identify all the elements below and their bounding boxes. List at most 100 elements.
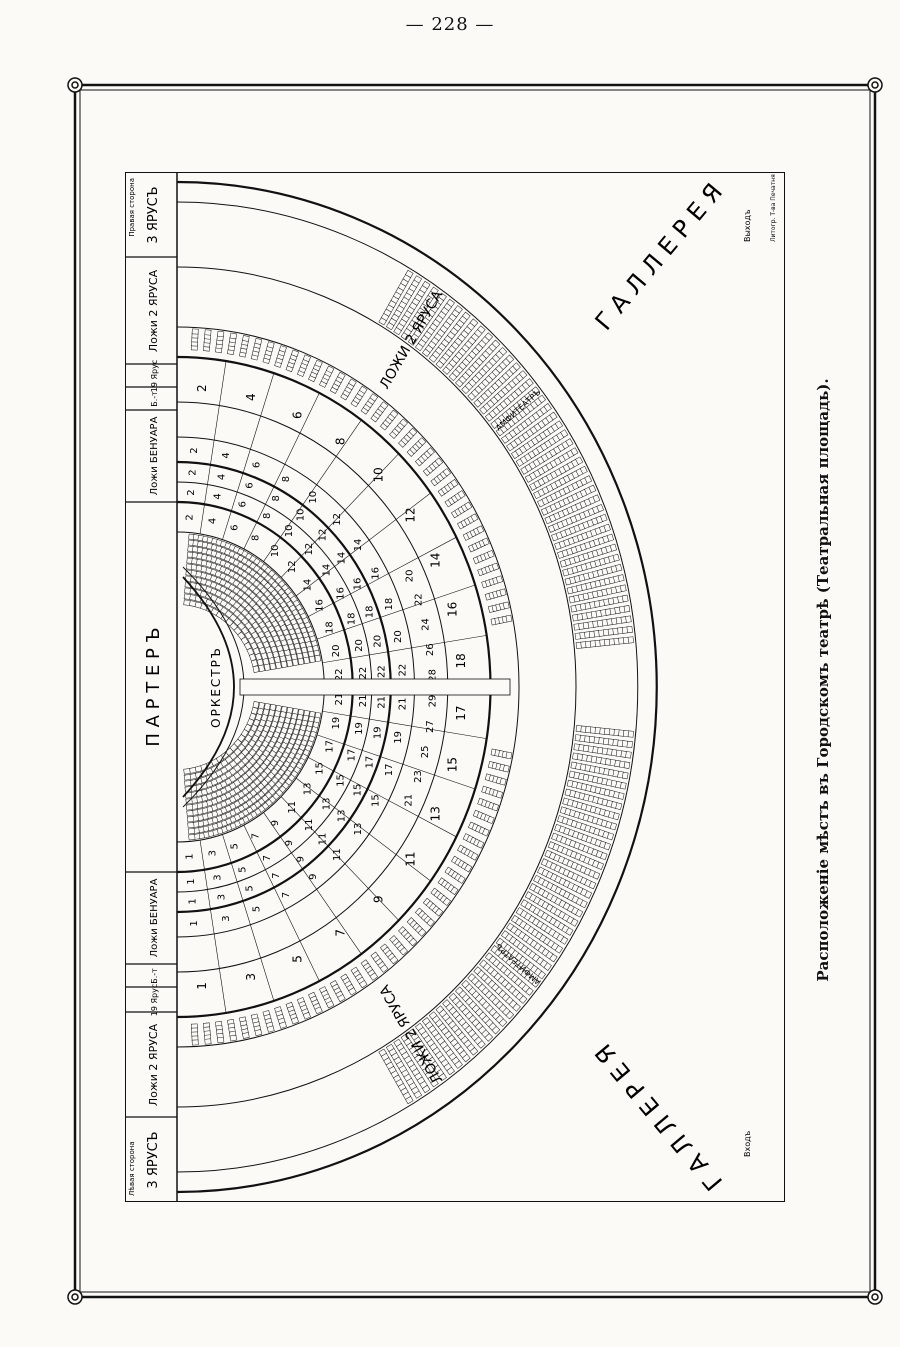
amphitheatre-seat (464, 501, 473, 511)
gallery-seat (554, 945, 563, 954)
parterre-seat (263, 663, 271, 672)
gallery-seat (606, 832, 614, 841)
box-number: 9 (270, 820, 281, 826)
amphitheatre-seat (278, 1021, 287, 1029)
box-number: 10 (308, 491, 319, 504)
box-number: 1 (186, 878, 197, 884)
gallery-seat (537, 394, 546, 404)
box-divider (199, 840, 227, 1013)
parterre-seat (252, 665, 260, 673)
box-number: 16 (352, 578, 363, 591)
gallery-seat (621, 594, 629, 603)
legend-tier3-left: 3 ЯРУСЪ (146, 1131, 161, 1188)
box-divider (280, 796, 399, 921)
legend-loge19-left: 19 Ярус (150, 984, 159, 1017)
gallery-seat (588, 881, 597, 890)
box-number: 23 (413, 770, 424, 783)
box-divider (199, 361, 227, 534)
parterre-seat (303, 656, 310, 665)
amphitheatre-seat (254, 1029, 263, 1037)
box-number: 6 (238, 501, 249, 507)
box-number: 1 (188, 898, 199, 904)
gallery-seat (603, 842, 611, 851)
box-number: 21 (377, 696, 388, 709)
amphitheatre-seat (505, 751, 513, 760)
box-number: 20 (393, 630, 404, 643)
amphitheatre-seat (314, 1006, 323, 1015)
box-number: 7 (333, 929, 347, 937)
box-number: 22 (398, 664, 409, 677)
box-number: 14 (428, 553, 442, 568)
box-number: 18 (324, 621, 335, 634)
gallery-seat (565, 927, 574, 936)
amphitheatre-seat (470, 852, 479, 861)
center-aisle (239, 678, 511, 696)
amphitheatre-seat (379, 401, 389, 410)
box-number: 13 (353, 823, 364, 836)
box-number: 17 (347, 749, 358, 762)
parterre-seat (314, 654, 322, 663)
amphitheatre-seat (399, 418, 408, 428)
gallery-seat (609, 543, 617, 552)
gallery-seat (549, 953, 558, 963)
legend-benoir-right: Ложи БЕНУАРА (149, 416, 160, 495)
box-number: 10 (284, 525, 295, 538)
amphitheatre-seat (442, 468, 451, 477)
box-number: 26 (425, 643, 436, 656)
amphitheatre-seat (325, 1000, 335, 1009)
box-number: 25 (420, 745, 431, 758)
gallery-seat (512, 362, 521, 371)
gallery-seat (592, 494, 601, 503)
corner-ornament-bottom-left (67, 1289, 83, 1305)
gallery-seat (413, 1090, 423, 1099)
box-number: 15 (315, 762, 326, 775)
gallery-seat (430, 1079, 439, 1088)
amphitheatre-seat (389, 409, 399, 419)
amphitheatre-seat (242, 335, 250, 342)
gallery-seat (625, 751, 632, 759)
gallery-seat (438, 292, 447, 301)
box-number: 19 (331, 717, 342, 730)
box-number: 17 (364, 756, 375, 769)
amphitheatre-seat (191, 328, 199, 335)
amphitheatre-seat (278, 345, 287, 353)
box-number: 9 (308, 874, 319, 880)
box-divider (263, 419, 362, 562)
box-number: 21 (404, 794, 415, 807)
amphitheatre-seat (417, 437, 427, 446)
box-number: 12 (332, 513, 343, 526)
gallery-seat (596, 504, 604, 513)
amphitheatre-seat (229, 332, 237, 340)
amphitheatre-seat (417, 928, 427, 937)
right-side-label: Правая сторона (128, 178, 136, 237)
box-number: 22 (334, 669, 345, 682)
box-number: 8 (262, 513, 273, 519)
amphitheatre-seat (266, 1025, 275, 1033)
tier-arcs (176, 180, 658, 1194)
amphitheatre-seat (191, 1039, 199, 1046)
parterre-seat (186, 810, 194, 817)
amphitheatre-seat (242, 1032, 250, 1039)
box-number: 20 (373, 635, 384, 648)
amphitheatre-seat (457, 875, 466, 884)
box-number: 24 (421, 618, 432, 631)
box-divider (308, 757, 457, 838)
gallery-seat (446, 298, 455, 308)
box-number: 19 (373, 726, 384, 739)
gallery-seat (617, 792, 625, 800)
legend-logeb-left: Б.-т (150, 968, 159, 984)
amphitheatre-seat (434, 907, 444, 917)
box-number: 5 (238, 867, 249, 873)
orchestra-pit (182, 576, 235, 798)
box-number: 8 (250, 535, 261, 541)
amphitheatre-seat (486, 815, 495, 824)
gallery-seat (469, 318, 479, 327)
parterre-seat (280, 660, 288, 669)
gallery-seat (554, 420, 563, 429)
box-number: 7 (281, 892, 292, 898)
box-number: 12 (317, 529, 328, 542)
box-number: 22 (358, 667, 369, 680)
box-number: 13 (337, 809, 348, 822)
amphitheatre-seat (348, 378, 357, 387)
gallery-seat (525, 378, 534, 387)
